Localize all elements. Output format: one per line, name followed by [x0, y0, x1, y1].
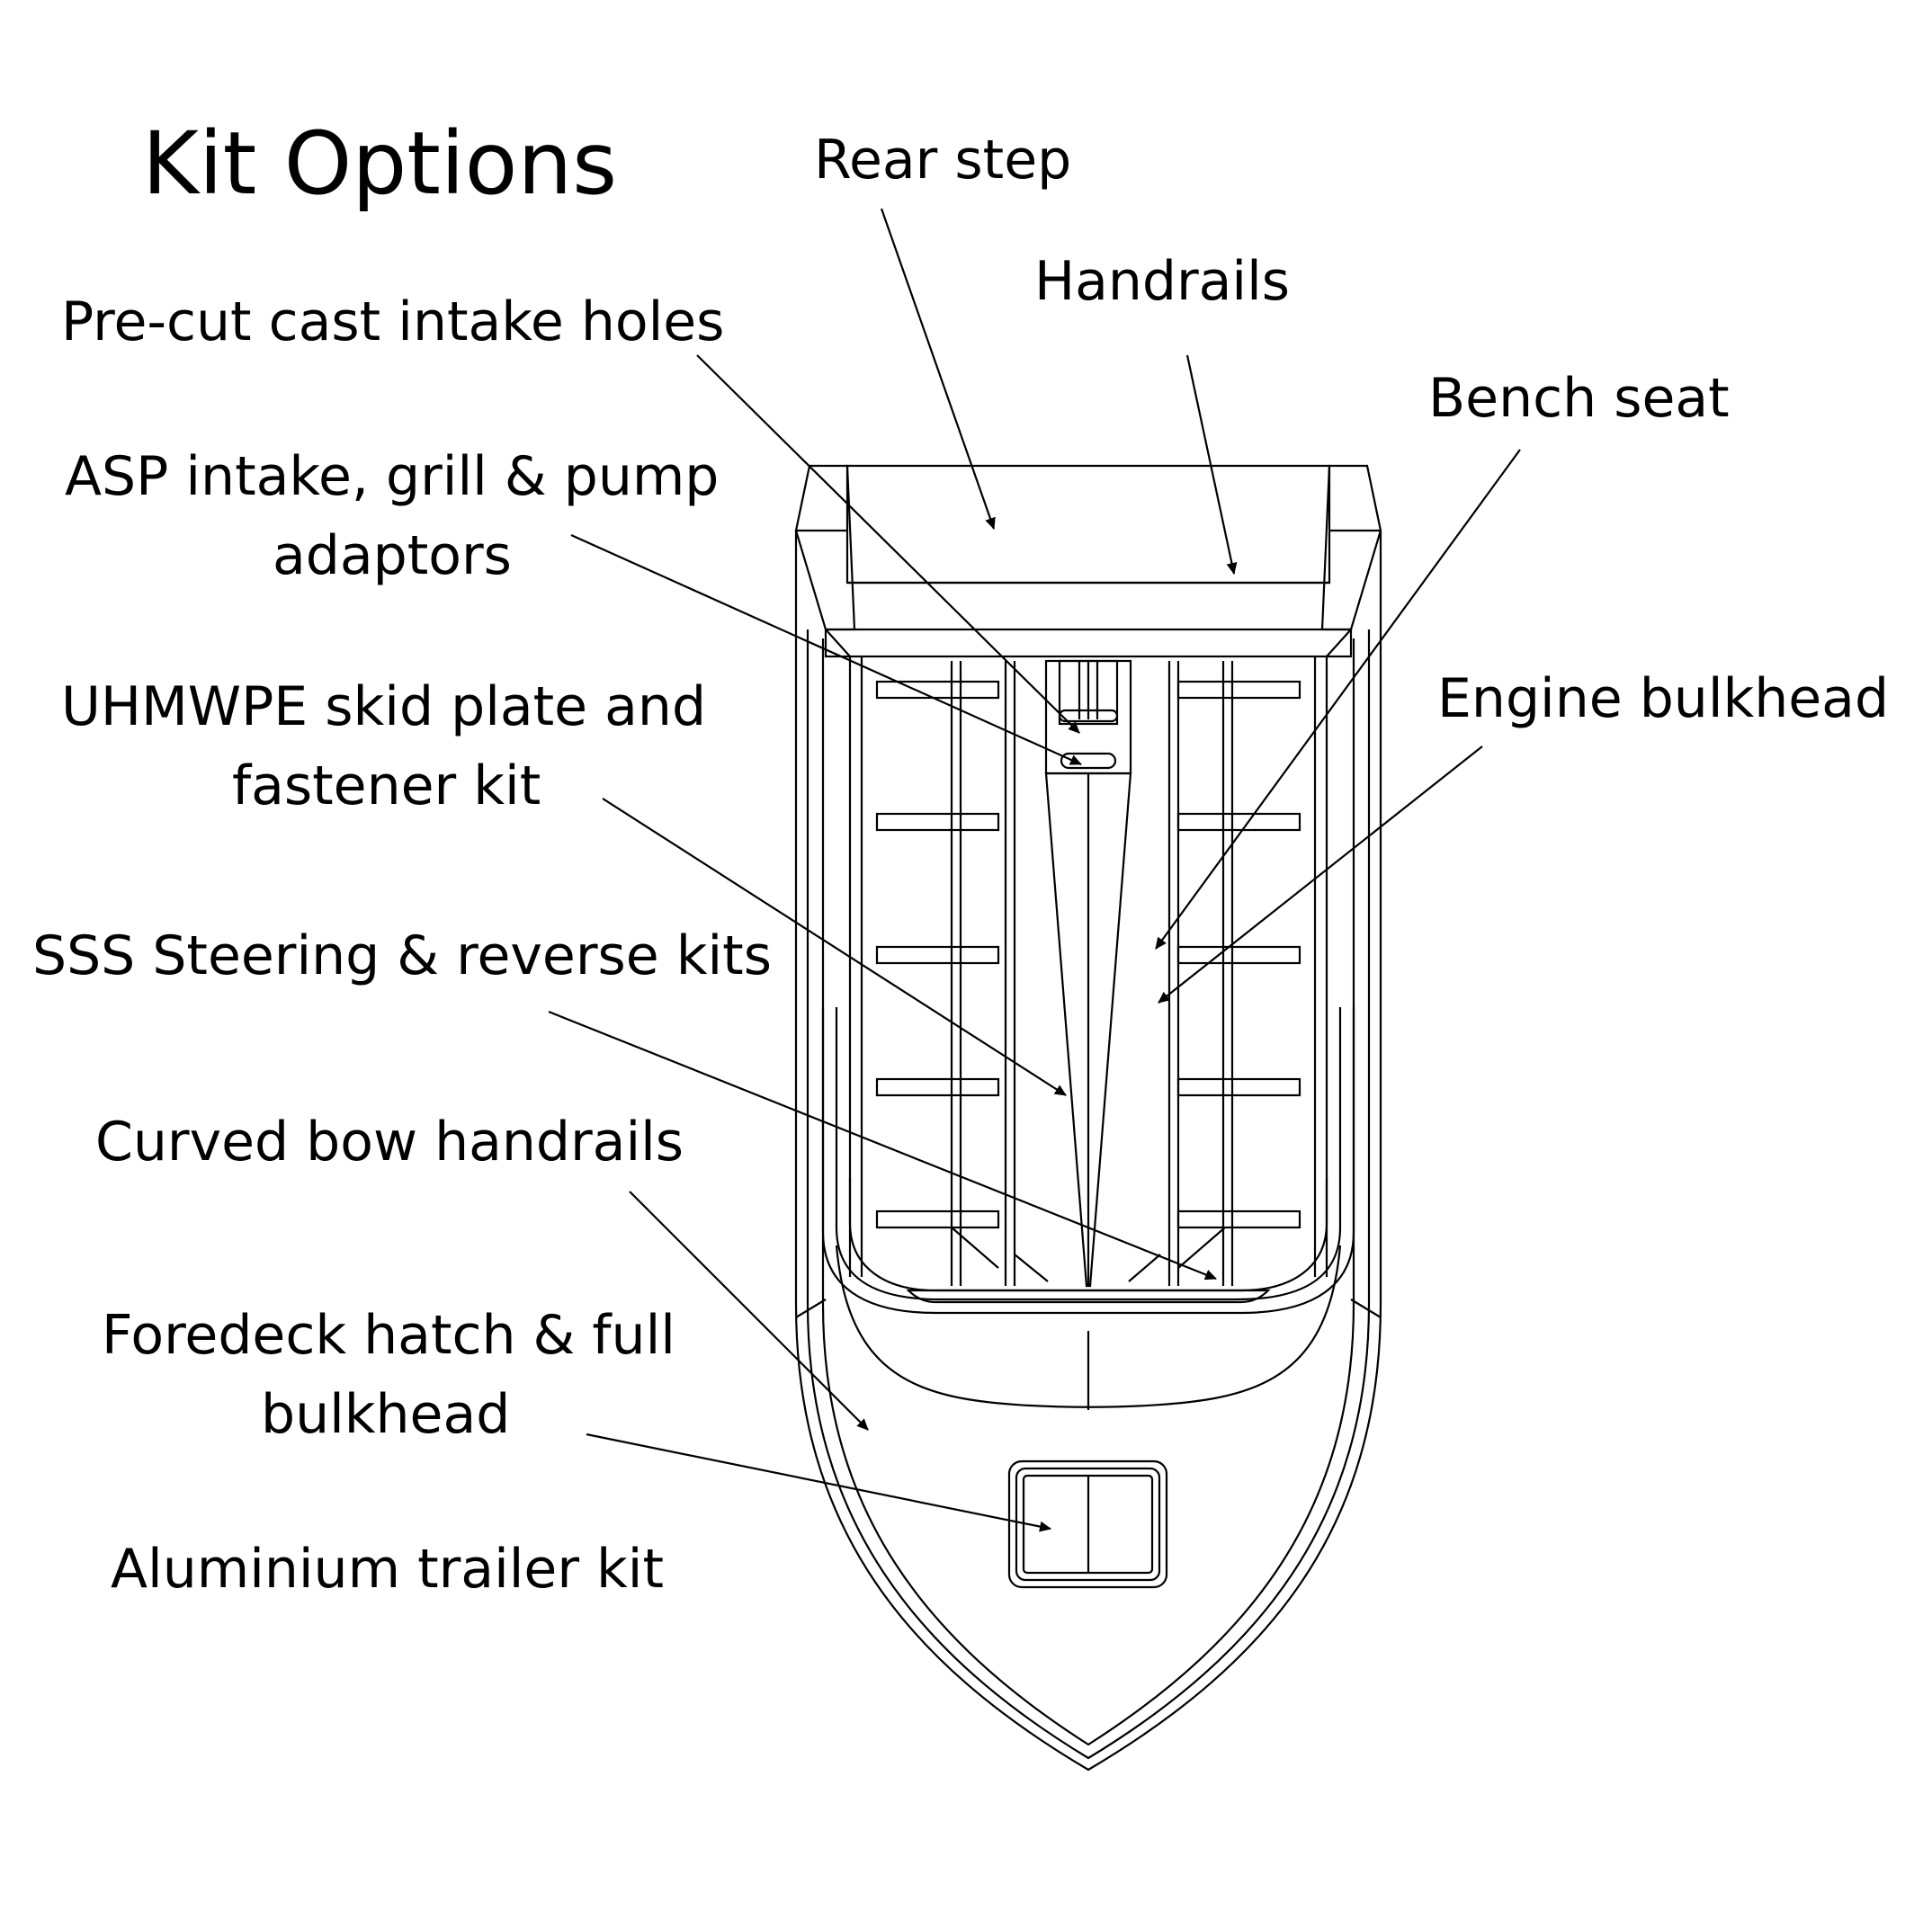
label-asp-intake-1: ASP intake, grill & pump [65, 445, 719, 508]
label-precut-intake: Pre-cut cast intake holes [61, 290, 724, 353]
leader-sss-steering [548, 1010, 1217, 1281]
label-aluminium-trailer: Aluminium trailer kit [111, 1538, 664, 1601]
leader-precut-intake [696, 354, 1080, 734]
leader-curved-bow [629, 1191, 869, 1431]
leader-uhmwpe [602, 798, 1067, 1096]
label-asp-intake-2: adaptors [273, 524, 512, 587]
leader-bench-seat [1155, 449, 1521, 950]
inner-hull [806, 629, 1371, 1760]
right-step-corner [1320, 464, 1382, 631]
label-engine-bulkhead: Engine bulkhead [1437, 667, 1889, 730]
gunwale-inner [821, 638, 1355, 1746]
rear-step [845, 464, 1331, 585]
foredeck-hatch [1007, 1459, 1168, 1589]
intake-grill [1060, 752, 1117, 770]
left-step-corner [794, 464, 856, 631]
label-bench-seat: Bench seat [1428, 367, 1730, 430]
skid-plate [1044, 772, 1132, 1288]
leader-handrails [1185, 354, 1238, 575]
label-foredeck-1: Foredeck hatch & full [102, 1304, 675, 1367]
label-foredeck-2: bulkhead [261, 1383, 510, 1446]
label-rear-step: Rear step [814, 129, 1071, 192]
leader-rear-step [880, 208, 996, 530]
boat-hull-drawing [794, 464, 1382, 1772]
label-uhmwpe-1: UHMWPE skid plate and [61, 675, 706, 738]
label-curved-bow: Curved bow handrails [95, 1111, 684, 1174]
outer-hull [794, 531, 1382, 1772]
label-sss-steering: SSS Steering & reverse kits [32, 924, 772, 987]
leader-foredeck [586, 1433, 1051, 1532]
leader-lines [548, 208, 1521, 1532]
page-title: Kit Options [142, 113, 617, 214]
label-uhmwpe-2: fastener kit [232, 754, 541, 817]
label-handrails: Handrails [1034, 250, 1290, 313]
leader-asp-intake [570, 533, 1082, 766]
leader-engine-bulkhead [1158, 745, 1483, 1004]
curved-bow-handrail [821, 1007, 1355, 1315]
deck-frame [824, 628, 1353, 658]
